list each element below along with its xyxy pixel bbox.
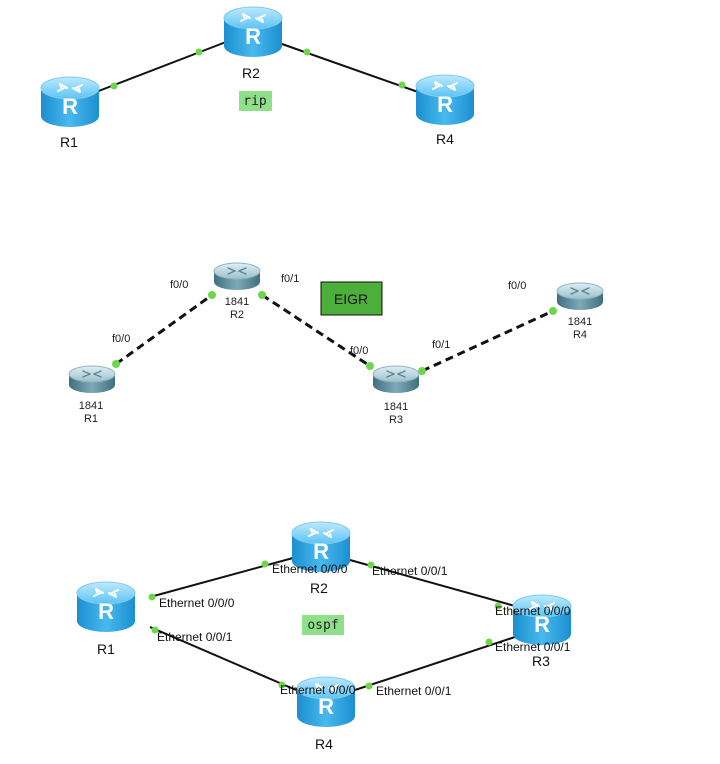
ospf-port-r3-e000 — [494, 602, 502, 610]
ospf-protocol-box — [302, 615, 344, 635]
eigrp-diagram: 1841 R1 1841 R2 1841 R3 1841 R4 f0/0 f0/… — [68, 262, 604, 426]
eigrp-r3-name: R3 — [389, 414, 403, 426]
eigrp-r3-model: 1841 — [384, 401, 408, 413]
eigrp-port-label-r3-f00: f0/0 — [350, 345, 368, 357]
eigrp-r4-model: 1841 — [568, 316, 592, 328]
ospf-link-r2-r3[interactable] — [349, 559, 516, 607]
eigrp-port-r3-f00 — [366, 362, 374, 370]
eigrp-r2-name: R2 — [230, 309, 244, 321]
eigrp-r4-name: R4 — [573, 329, 587, 341]
eigrp-r1-model: 1841 — [79, 400, 103, 412]
ospf-protocol-label: ospf — [307, 618, 338, 633]
ospf-router-r1-icon[interactable] — [76, 581, 136, 633]
eigrp-port-r2-f01 — [258, 291, 266, 299]
rip-router-r1-label: R1 — [60, 134, 78, 150]
rip-router-r1-icon[interactable] — [40, 76, 100, 128]
eigrp-router-r2-icon[interactable] — [213, 262, 261, 291]
rip-port-r2-left — [195, 48, 203, 56]
ospf-router-r1-label: R1 — [97, 641, 115, 657]
ospf-port-r3-e001 — [485, 638, 493, 646]
ospf-port-r4-e000 — [278, 681, 286, 689]
eigrp-router-r4-icon[interactable] — [556, 282, 604, 311]
ospf-router-r2-label: R2 — [310, 580, 328, 596]
rip-router-r2-icon[interactable] — [223, 6, 283, 58]
rip-port-r4 — [398, 81, 406, 89]
ospf-router-r3-icon[interactable] — [512, 594, 572, 646]
eigrp-router-r3-icon[interactable] — [372, 365, 420, 394]
ospf-port-r2-e000 — [261, 560, 269, 568]
eigrp-port-r1-f00 — [112, 360, 120, 368]
rip-diagram: R1 R2 R4 rip — [40, 6, 475, 150]
ospf-link-r4-r3[interactable] — [354, 636, 516, 691]
ospf-router-r3-label: R3 — [532, 653, 550, 669]
rip-router-r2-label: R2 — [242, 65, 260, 81]
ospf-port-r2-e001 — [367, 561, 375, 569]
ospf-link-r1-r4[interactable] — [149, 626, 297, 691]
ospf-router-r4-label: R4 — [315, 736, 333, 752]
ospf-port-label-r1-e001: Ethernet 0/0/1 — [157, 630, 233, 644]
eigrp-port-label-r4-f00: f0/0 — [508, 280, 526, 292]
ospf-port-label-r3-e001: Ethernet 0/0/1 — [495, 640, 571, 654]
ospf-port-label-r2-e001: Ethernet 0/0/1 — [372, 564, 448, 578]
eigrp-protocol-box — [320, 281, 383, 316]
eigrp-r2-model: 1841 — [225, 296, 249, 308]
rip-link-r1-r2[interactable] — [95, 41, 227, 93]
ospf-link-r1-r2[interactable] — [149, 557, 294, 598]
ospf-port-r1-e000 — [148, 593, 156, 601]
ospf-port-label-r4-e000: Ethernet 0/0/0 — [280, 683, 356, 697]
eigrp-port-label-r2-f01: f0/1 — [281, 273, 299, 285]
ospf-port-label-r2-e000: Ethernet 0/0/0 — [272, 562, 348, 576]
eigrp-link-r2-r3[interactable] — [261, 293, 371, 368]
eigrp-port-label-r3-f01: f0/1 — [432, 339, 450, 351]
eigrp-router-r1-icon[interactable] — [68, 365, 116, 394]
rip-port-r2-right — [303, 48, 311, 56]
eigrp-protocol-label: EIGR — [334, 291, 368, 307]
eigrp-port-label-r1-f00: f0/0 — [112, 333, 130, 345]
ospf-port-label-r4-e001: Ethernet 0/0/1 — [376, 684, 452, 698]
ospf-port-label-r1-e000: Ethernet 0/0/0 — [159, 596, 235, 610]
eigrp-port-r2-f00 — [208, 291, 216, 299]
eigrp-link-r1-r2[interactable] — [115, 293, 213, 366]
rip-protocol-label: rip — [243, 94, 267, 109]
rip-port-r1 — [110, 82, 118, 90]
eigrp-link-r3-r4[interactable] — [421, 309, 554, 373]
ospf-port-label-r3-e000: Ethernet 0/0/0 — [495, 604, 571, 618]
rip-router-r4-icon[interactable] — [415, 74, 475, 126]
rip-protocol-box — [239, 91, 272, 111]
rip-router-r4-label: R4 — [436, 131, 454, 147]
eigrp-port-r4-f00 — [549, 307, 557, 315]
eigrp-port-r3-f01 — [418, 367, 426, 375]
ospf-port-r4-e001 — [365, 682, 373, 690]
eigrp-r1-name: R1 — [84, 413, 98, 425]
ospf-diagram: R1 R2 R3 R4 Ethernet 0/0/0 Ethernet 0/0/… — [76, 521, 572, 752]
rip-link-r2-r4[interactable] — [281, 43, 419, 93]
ospf-port-r1-e001 — [151, 626, 159, 634]
eigrp-port-label-r2-f00: f0/0 — [170, 279, 188, 291]
